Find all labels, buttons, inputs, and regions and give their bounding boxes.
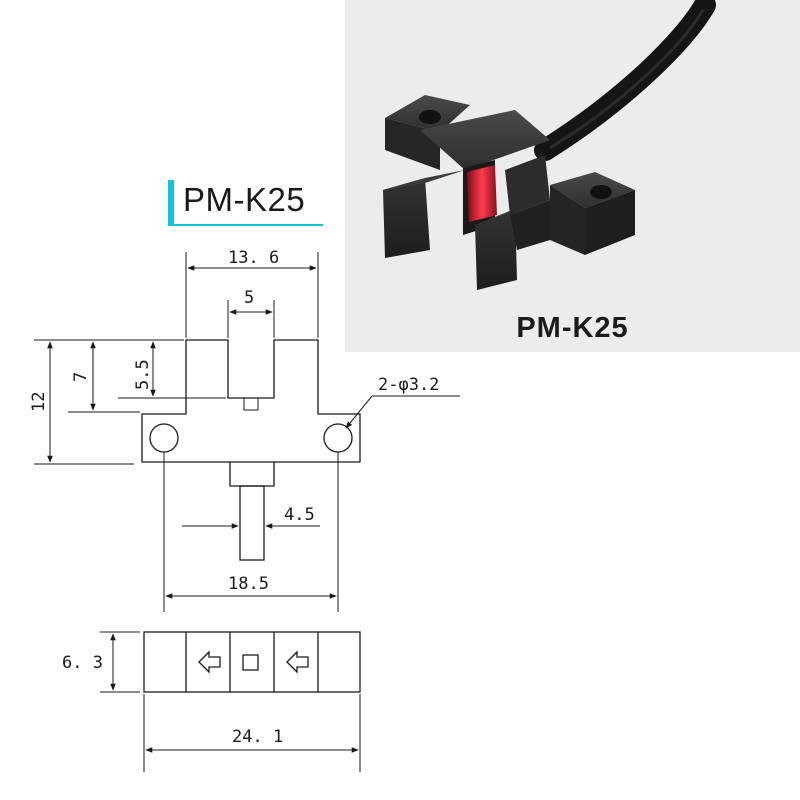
dim-total-height: 12 bbox=[29, 392, 49, 412]
bottom-view-outline bbox=[143, 631, 361, 693]
hole-right bbox=[323, 423, 353, 453]
title-accent-bar bbox=[168, 180, 174, 224]
center-tab bbox=[243, 397, 259, 411]
sensor-photo bbox=[383, 0, 716, 290]
right-prong bbox=[475, 210, 517, 290]
dim-slot-depth-inner: 5.5 bbox=[133, 359, 153, 390]
mounting-hole-right bbox=[590, 185, 612, 199]
product-photo-panel: PM-K25 bbox=[345, 0, 800, 352]
led-window bbox=[467, 165, 497, 222]
mounting-hole-left bbox=[419, 110, 441, 124]
square-outline-icon bbox=[242, 654, 259, 671]
title-underline bbox=[168, 224, 323, 226]
dim-slot-depth: 7 bbox=[71, 372, 91, 382]
hole-left bbox=[149, 423, 179, 453]
arrow-left-outline-icon bbox=[198, 650, 221, 674]
dim-pin-width: 4.5 bbox=[284, 505, 315, 525]
hole-leader bbox=[345, 395, 373, 429]
pin bbox=[239, 485, 265, 561]
dim-width-top: 13. 6 bbox=[228, 248, 279, 268]
pin-base bbox=[229, 462, 275, 487]
title-text: PM-K25 bbox=[183, 181, 306, 218]
dim-holes: 2-φ3.2 bbox=[378, 375, 439, 395]
arrow-left-outline-icon bbox=[286, 650, 309, 674]
dim-thickness: 6. 3 bbox=[62, 653, 103, 673]
dim-slot-width: 5 bbox=[244, 288, 254, 308]
left-prong bbox=[383, 178, 430, 258]
dim-total-length: 24. 1 bbox=[232, 727, 283, 747]
dim-hole-spacing: 18.5 bbox=[228, 574, 269, 594]
front-view-outline bbox=[141, 339, 361, 463]
photo-caption: PM-K25 bbox=[516, 312, 629, 344]
